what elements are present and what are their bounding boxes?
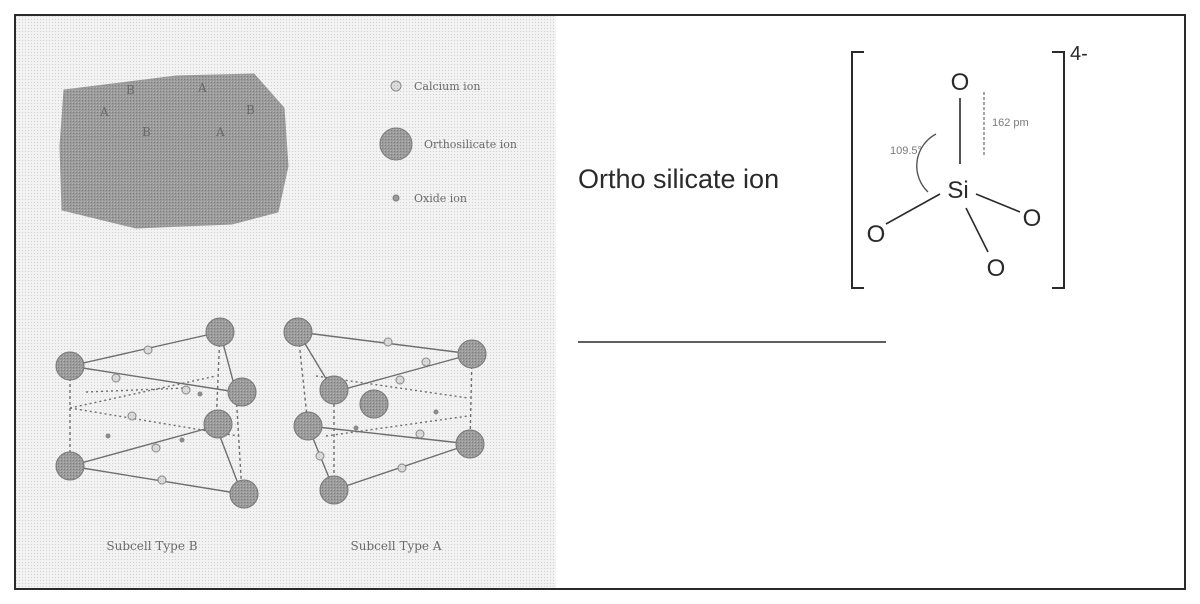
ortho-silicate-panel: Ortho silicate ion 4- 162 pm 109.5° O Si… <box>556 16 1184 588</box>
oxygen-atom-bottom: O <box>987 255 1006 282</box>
subcell-a-ions <box>283 317 487 505</box>
orthosilicate-ion <box>319 375 349 405</box>
calcium-ion <box>395 375 405 385</box>
legend-label-calcium: Calcium ion <box>414 80 480 93</box>
bond-right <box>975 193 1021 213</box>
layer-letter: A <box>215 125 225 139</box>
calcium-ion <box>157 475 167 485</box>
orthosilicate-ion <box>359 389 389 419</box>
calcium-ion-icon <box>390 80 402 92</box>
oxide-ion <box>197 391 203 397</box>
calcium-ion <box>315 451 325 461</box>
crystal-structure-svg: B A A B B A Calcium ion Orthosilicate io… <box>16 16 556 588</box>
layer-letter: A <box>99 105 109 119</box>
ortho-silicate-svg: Ortho silicate ion 4- 162 pm 109.5° O Si… <box>578 43 1088 343</box>
ion-charge: 4- <box>1070 43 1088 65</box>
layer-letter: B <box>246 103 255 117</box>
orthosilicate-ion <box>457 339 487 369</box>
legend: Calcium ion Orthosilicate ion Oxide ion <box>379 80 517 205</box>
oxide-ion <box>179 437 185 443</box>
calcium-ion <box>397 463 407 473</box>
oxygen-atom-left: O <box>867 221 886 248</box>
bond-left <box>885 193 941 225</box>
orthosilicate-ion <box>319 475 349 505</box>
calcium-ion <box>151 443 161 453</box>
bond-length-label: 162 pm <box>992 117 1029 129</box>
ortho-silicate-label: Ortho silicate ion <box>578 164 779 194</box>
oxide-ion <box>353 425 359 431</box>
layer-blob <box>59 73 289 229</box>
bond-bottom <box>965 207 989 253</box>
subcell-type-b-label: Subcell Type B <box>106 539 197 553</box>
right-bracket <box>1052 51 1065 289</box>
calcium-ion <box>181 385 191 395</box>
orthosilicate-ion-icon <box>379 127 413 161</box>
orthosilicate-ion <box>293 411 323 441</box>
layer-letter: B <box>142 125 151 139</box>
orthosilicate-ion <box>55 351 85 381</box>
orthosilicate-ion <box>203 409 233 439</box>
calcium-ion <box>383 337 393 347</box>
layer-stacking-diagram: B A A B B A <box>59 73 289 229</box>
calcium-ion <box>127 411 137 421</box>
subcell-b-ions <box>55 317 259 509</box>
subcell-type-a-label: Subcell Type A <box>351 539 442 553</box>
orthosilicate-ion <box>283 317 313 347</box>
orthosilicate-ion <box>229 479 259 509</box>
oxygen-atom-top: O <box>951 69 970 96</box>
orthosilicate-ion <box>205 317 235 347</box>
oxide-ion <box>433 409 439 415</box>
left-bracket <box>851 51 864 289</box>
calcium-ion <box>111 373 121 383</box>
oxygen-atom-right: O <box>1023 205 1042 232</box>
orthosilicate-ion <box>227 377 257 407</box>
orthosilicate-ion <box>55 451 85 481</box>
calcium-ion <box>415 429 425 439</box>
calcium-ion <box>143 345 153 355</box>
figure-frame: B A A B B A Calcium ion Orthosilicate io… <box>14 14 1186 590</box>
bond-angle-label: 109.5° <box>890 145 922 157</box>
orthosilicate-ion <box>455 429 485 459</box>
oxide-ion <box>105 433 111 439</box>
silicon-atom: Si <box>947 177 968 204</box>
layer-letter: B <box>126 83 135 97</box>
crystal-structure-panel: B A A B B A Calcium ion Orthosilicate io… <box>16 16 556 588</box>
bonds <box>885 98 1021 253</box>
layer-letter: A <box>197 81 207 95</box>
legend-label-oxide: Oxide ion <box>414 192 467 205</box>
bond-angle-arc <box>916 133 937 193</box>
oxide-ion-icon <box>392 194 400 202</box>
legend-label-orthosilicate: Orthosilicate ion <box>424 138 517 151</box>
calcium-ion <box>421 357 431 367</box>
